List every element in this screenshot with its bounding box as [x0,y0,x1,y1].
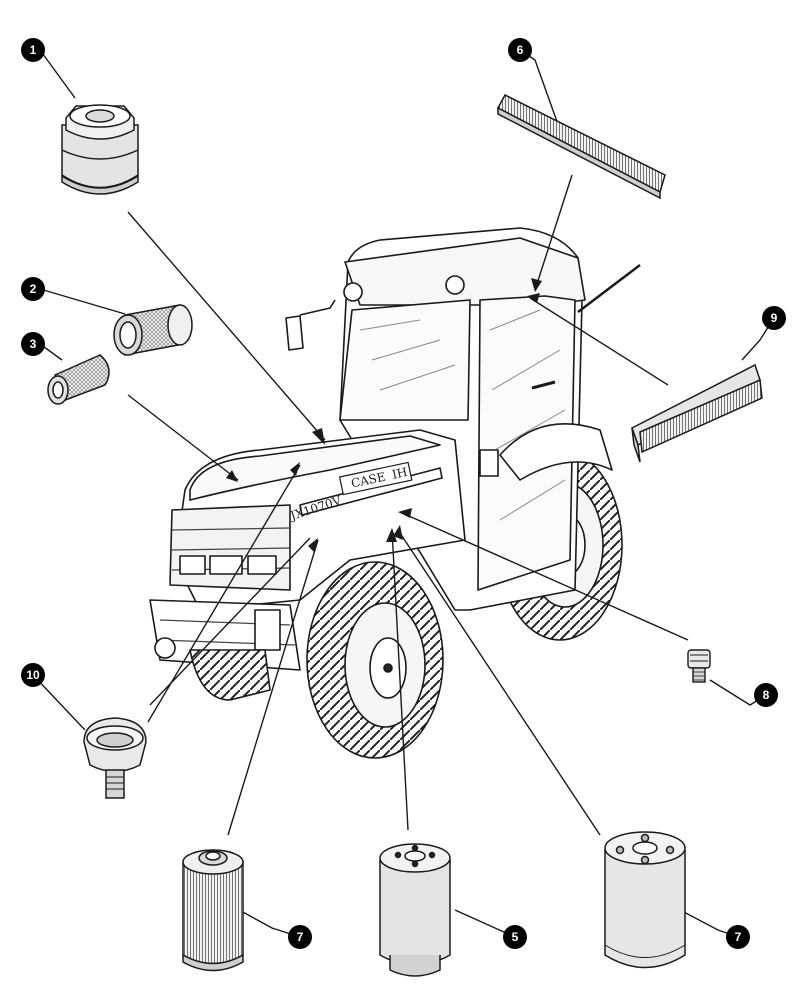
part-cab-air-filter [496,94,666,200]
svg-text:10: 10 [26,668,40,682]
leader-line-air [127,394,239,481]
svg-text:1: 1 [30,43,37,57]
leader-lines [32,49,775,938]
callout-badge-breather: 8 [754,683,778,707]
hood [169,429,466,611]
svg-text:9: 9 [771,311,778,325]
part-fuel-prefilter [83,717,147,799]
callout-badge-recirculation-filter: 9 [762,306,786,330]
leader-line-10 [32,464,301,731]
part-inner-air-filter [47,354,110,405]
callout-badge-outer-air-filter: 2 [21,277,45,301]
far-front-wheel [189,649,271,701]
callout-badge-oil-filter: 1 [21,38,45,62]
callout-badge-fuel-filter: 5 [503,925,527,949]
callout-badge-inner-air-filter: 3 [21,332,45,356]
part-recirculation-filter [631,363,763,463]
callout-badge-cab-air-filter: 6 [508,38,532,62]
callout-badge-spin-on-hydraulic-filter: 7 [726,925,750,949]
callout-badge-hydraulic-filter-element: 7 [288,925,312,949]
svg-text:3: 3 [30,337,37,351]
part-oil-filter [61,104,139,195]
brand-decal: CASE IH [338,461,413,496]
part-fuel-filter [379,843,451,977]
svg-text:2: 2 [30,282,37,296]
svg-text:IH: IH [391,465,409,482]
part-breather [687,649,711,683]
svg-text:8: 8 [763,688,770,702]
part-spin-on-hydraulic-filter [604,831,686,969]
callout-badges: 1 2 3 5 6 7 7 8 [21,38,786,949]
part-hydraulic-filter-element [182,849,244,972]
svg-text:5: 5 [512,930,519,944]
front-wheel [306,561,444,759]
part-outer-air-filter [113,304,193,356]
svg-text:7: 7 [297,930,304,944]
leader-line-2 [39,288,126,315]
callout-badge-fuel-prefilter: 10 [21,663,45,687]
svg-text:7: 7 [735,930,742,944]
arrowheads [226,278,542,552]
tractor-illustration: JX1070V CASE IH [149,227,641,759]
leader-line-1 [39,49,326,441]
leader-line-10b [149,537,311,706]
rear-fender [499,423,613,481]
svg-text:6: 6 [517,43,524,57]
